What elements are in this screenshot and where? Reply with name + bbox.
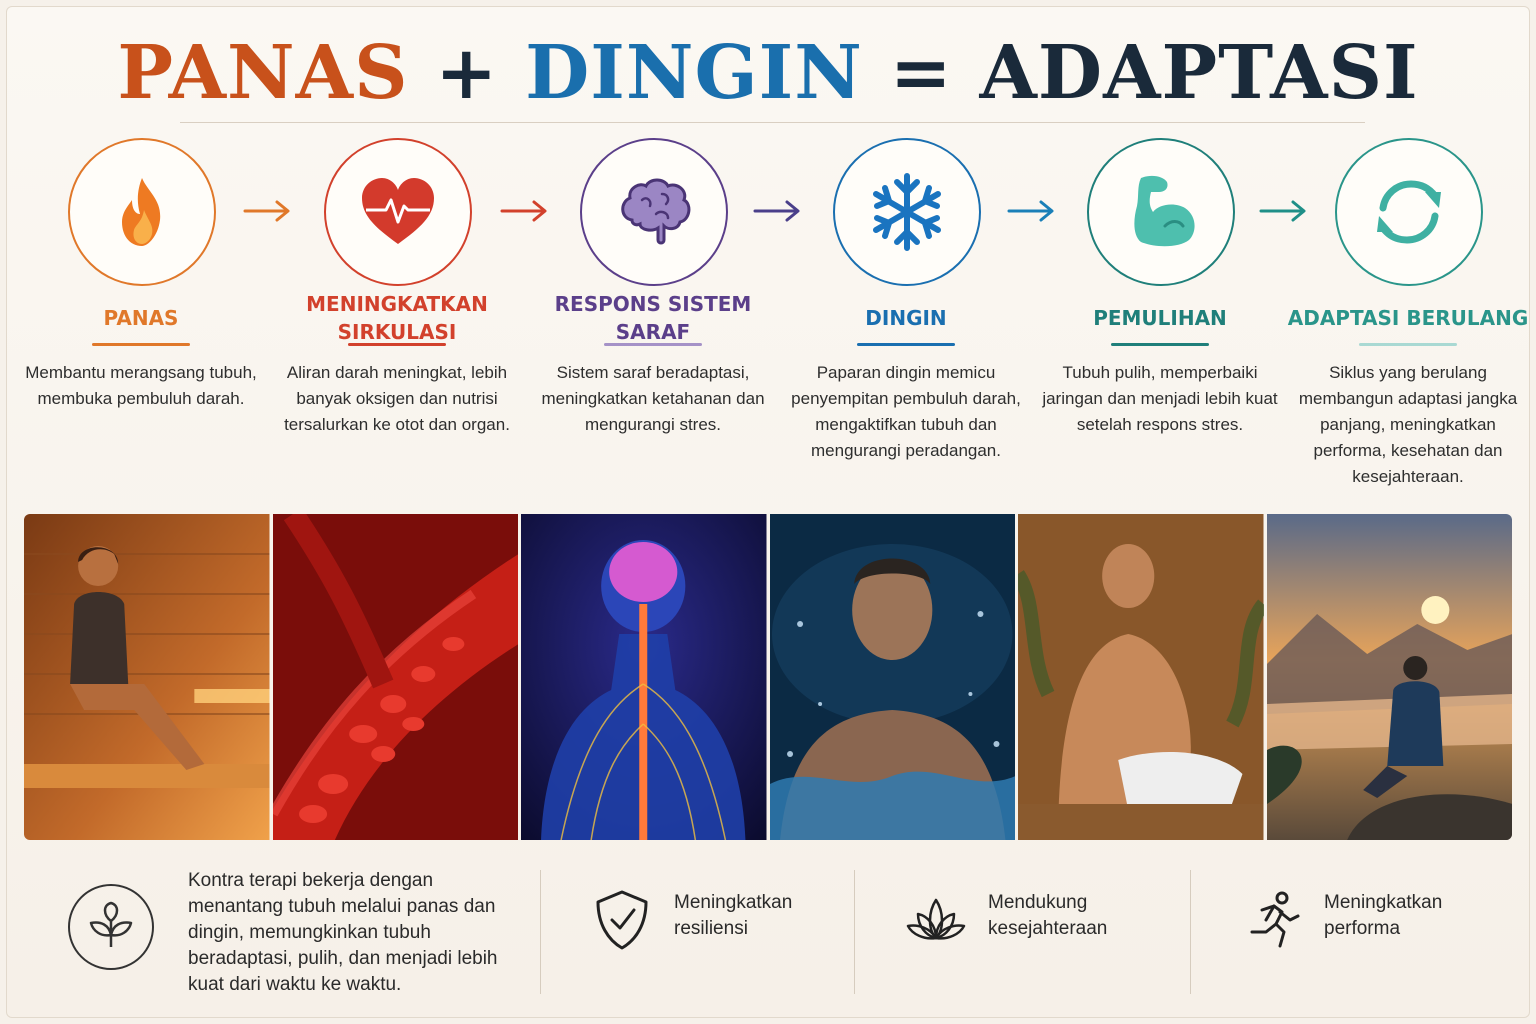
- cold-water-man-photo: [769, 514, 1015, 840]
- step-description: Siklus yang berulang membangun adaptasi …: [1298, 363, 1518, 486]
- lotus-icon: [906, 898, 966, 940]
- arrow-right-icon: [1259, 200, 1306, 222]
- title-heat: PANAS: [117, 30, 409, 116]
- title-cold: DINGIN: [525, 30, 863, 116]
- step-title: PEMULIHAN: [1093, 306, 1227, 330]
- step-underline: [604, 343, 702, 346]
- step-title: PANAS: [103, 306, 179, 330]
- step-underline: [1359, 343, 1457, 346]
- step-underline: [348, 343, 446, 346]
- recovery-man-photo: [1018, 514, 1264, 840]
- divider: [1190, 870, 1191, 994]
- arrow-right-icon: [243, 200, 290, 222]
- step-underline: [1111, 343, 1209, 346]
- benefit-label: Meningkatkan performa: [1324, 892, 1443, 939]
- arrow-right-icon: [753, 200, 800, 222]
- step-underline: [857, 343, 955, 346]
- divider: [540, 870, 541, 994]
- summary-text: Kontra terapi bekerja dengan menantang t…: [188, 870, 498, 995]
- benefit-label: Mendukung kesejahteraan: [988, 892, 1108, 939]
- sauna-woman-photo: [24, 514, 270, 840]
- arrow-right-icon: [500, 200, 547, 222]
- step-description: Sistem saraf beradaptasi, meningkatkan k…: [541, 363, 765, 434]
- step-circle: [1335, 138, 1483, 286]
- infographic-frame: [6, 6, 1530, 1018]
- step-circle: [68, 138, 216, 286]
- shield-check-icon: [596, 890, 648, 950]
- step-title: ADAPTASI BERULANG: [1287, 306, 1529, 330]
- title-plus: +: [435, 30, 499, 116]
- arrow-right-icon: [1007, 200, 1054, 222]
- step-description: Aliran darah meningkat, lebih banyak oks…: [284, 363, 510, 434]
- step-circle: [580, 138, 728, 286]
- brain-icon: [621, 178, 691, 245]
- flame-icon: [122, 178, 161, 246]
- step-circle: [1087, 138, 1235, 286]
- divider: [854, 870, 855, 994]
- step-description: Tubuh pulih, memperbaiki jaringan dan me…: [1042, 363, 1278, 434]
- mountain-sunrise-photo: [1266, 514, 1512, 840]
- leaf-icon: [68, 884, 154, 970]
- snowflake-icon: [873, 173, 941, 251]
- step-title: MENINGKATKAN SIRKULASI: [306, 292, 488, 344]
- photo-strip: [24, 514, 1512, 840]
- step-title: RESPONS SISTEM SARAF: [554, 292, 752, 344]
- summary-section: Kontra terapi bekerja dengan menantang t…: [24, 860, 1512, 1010]
- cycle-arrows-icon: [1377, 180, 1441, 244]
- step-description: Paparan dingin memicu penyempitan pembul…: [791, 363, 1021, 460]
- step-circle: [833, 138, 981, 286]
- step-description: Membantu merangsang tubuh, membuka pembu…: [25, 363, 257, 408]
- nervous-system-photo: [521, 514, 767, 840]
- step-underline: [92, 343, 190, 346]
- title-result: ADAPTASI: [979, 30, 1419, 116]
- step-title: DINGIN: [865, 306, 947, 330]
- muscle-arm-icon: [1134, 175, 1195, 247]
- page-title: PANAS + DINGIN = ADAPTASI: [0, 30, 1536, 116]
- step-circle: [324, 138, 472, 286]
- heart-pulse-icon: [362, 178, 434, 244]
- title-equals: =: [889, 30, 953, 116]
- runner-icon: [1250, 891, 1300, 948]
- benefit-label: Meningkatkan resiliensi: [674, 892, 793, 939]
- title-divider: [180, 122, 1365, 123]
- blood-vessel-photo: [272, 514, 518, 840]
